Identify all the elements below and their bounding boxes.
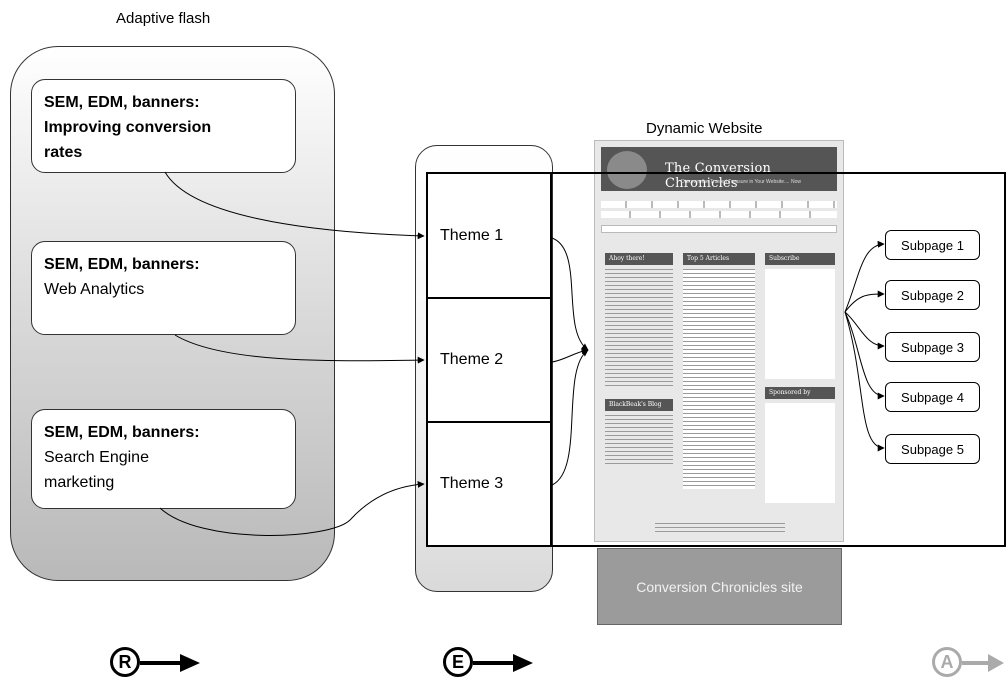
col-text-top5 — [683, 269, 755, 489]
pirate-mascot-icon — [607, 151, 647, 189]
subpage-2-label: Subpage 2 — [901, 287, 964, 303]
theme-1-label: Theme 1 — [440, 226, 504, 244]
sem-box-line1: Web Analytics — [44, 281, 145, 298]
arrow-sem1-to-theme1 — [164, 171, 425, 240]
subpage-5-box: Subpage 5 — [885, 434, 980, 464]
site-nav-row-2 — [601, 211, 837, 218]
site-header: The Conversion Chronicles Discover the T… — [601, 147, 837, 191]
theme-2-box: Theme 2 — [426, 297, 552, 423]
theme-1-box: Theme 1 — [426, 172, 552, 299]
dynamic-website-title: Dynamic Website — [646, 120, 763, 137]
subpage-4-box: Subpage 4 — [885, 382, 980, 412]
col-subscribe-form — [765, 269, 835, 379]
sem-box-line1: Improving conversion — [44, 119, 212, 136]
conversion-chronicles-caption: Conversion Chronicles site — [636, 578, 803, 595]
conversion-chronicles-site-box: Conversion Chronicles site — [597, 548, 842, 625]
theme-3-label: Theme 3 — [440, 475, 504, 492]
subpage-4-label: Subpage 4 — [901, 389, 964, 405]
adaptive-flash-title: Adaptive flash — [116, 10, 211, 27]
theme-3-box: Theme 3 — [426, 421, 552, 547]
arrow-sem3-to-theme3 — [159, 480, 425, 536]
site-search-bar — [601, 225, 837, 233]
sem-box-heading: SEM, EDM, banners: — [44, 424, 200, 441]
sem-box-line2: rates — [44, 144, 83, 161]
a-marker-icon: A — [932, 647, 962, 677]
subpage-2-box: Subpage 2 — [885, 280, 980, 310]
sem-box-search: SEM, EDM, banners: Search Engine marketi… — [31, 409, 296, 509]
col-text-blog — [605, 415, 673, 465]
a-arrow-icon — [962, 654, 1004, 672]
subpage-1-label: Subpage 1 — [901, 237, 964, 253]
arrow-site-to-subpage5 — [844, 311, 885, 452]
col-head-subscribe: Subscribe — [765, 253, 835, 265]
adaptive-flash-panel: SEM, EDM, banners: Improving conversion … — [10, 46, 335, 581]
col-head-blog: BlackBeak's Blog — [605, 399, 673, 411]
site-nav-row-1 — [601, 201, 837, 208]
arrow-site-to-subpage1 — [844, 240, 885, 313]
arrow-site-to-subpage2 — [844, 290, 885, 313]
sem-box-heading: SEM, EDM, banners: — [44, 256, 200, 273]
subpage-1-box: Subpage 1 — [885, 230, 980, 260]
arrow-theme1-to-site — [551, 237, 589, 351]
sem-box-conversion: SEM, EDM, banners: Improving conversion … — [31, 79, 296, 173]
site-tagline: Discover the Trusted Treasure in Your We… — [681, 179, 801, 185]
sem-box-heading: SEM, EDM, banners: — [44, 94, 200, 111]
r-arrow-icon — [140, 654, 200, 672]
subpage-5-label: Subpage 5 — [901, 441, 964, 457]
arrow-theme3-to-site — [551, 349, 589, 486]
e-marker-icon: E — [443, 647, 473, 677]
sem-box-line1: Search Engine — [44, 449, 149, 466]
col-head-sponsored: Sponsored by — [765, 387, 835, 399]
col-sponsor-logos — [765, 403, 835, 503]
arrow-site-to-subpage4 — [844, 311, 885, 400]
arrow-site-to-subpage3 — [844, 311, 885, 350]
theme-2-label: Theme 2 — [440, 351, 504, 368]
sem-box-analytics: SEM, EDM, banners: Web Analytics — [31, 241, 296, 335]
website-screenshot: The Conversion Chronicles Discover the T… — [594, 140, 844, 542]
col-head-ahoy: Ahoy there! — [605, 253, 673, 265]
arrow-sem2-to-theme2 — [174, 334, 425, 364]
e-arrow-icon — [473, 654, 533, 672]
subpage-3-label: Subpage 3 — [901, 339, 964, 355]
col-head-top5: Top 5 Articles — [683, 253, 755, 265]
subpage-3-box: Subpage 3 — [885, 332, 980, 362]
sem-box-line2: marketing — [44, 474, 115, 491]
r-marker-icon: R — [110, 647, 140, 677]
col-text-ahoy — [605, 269, 673, 389]
site-footer — [655, 523, 785, 533]
